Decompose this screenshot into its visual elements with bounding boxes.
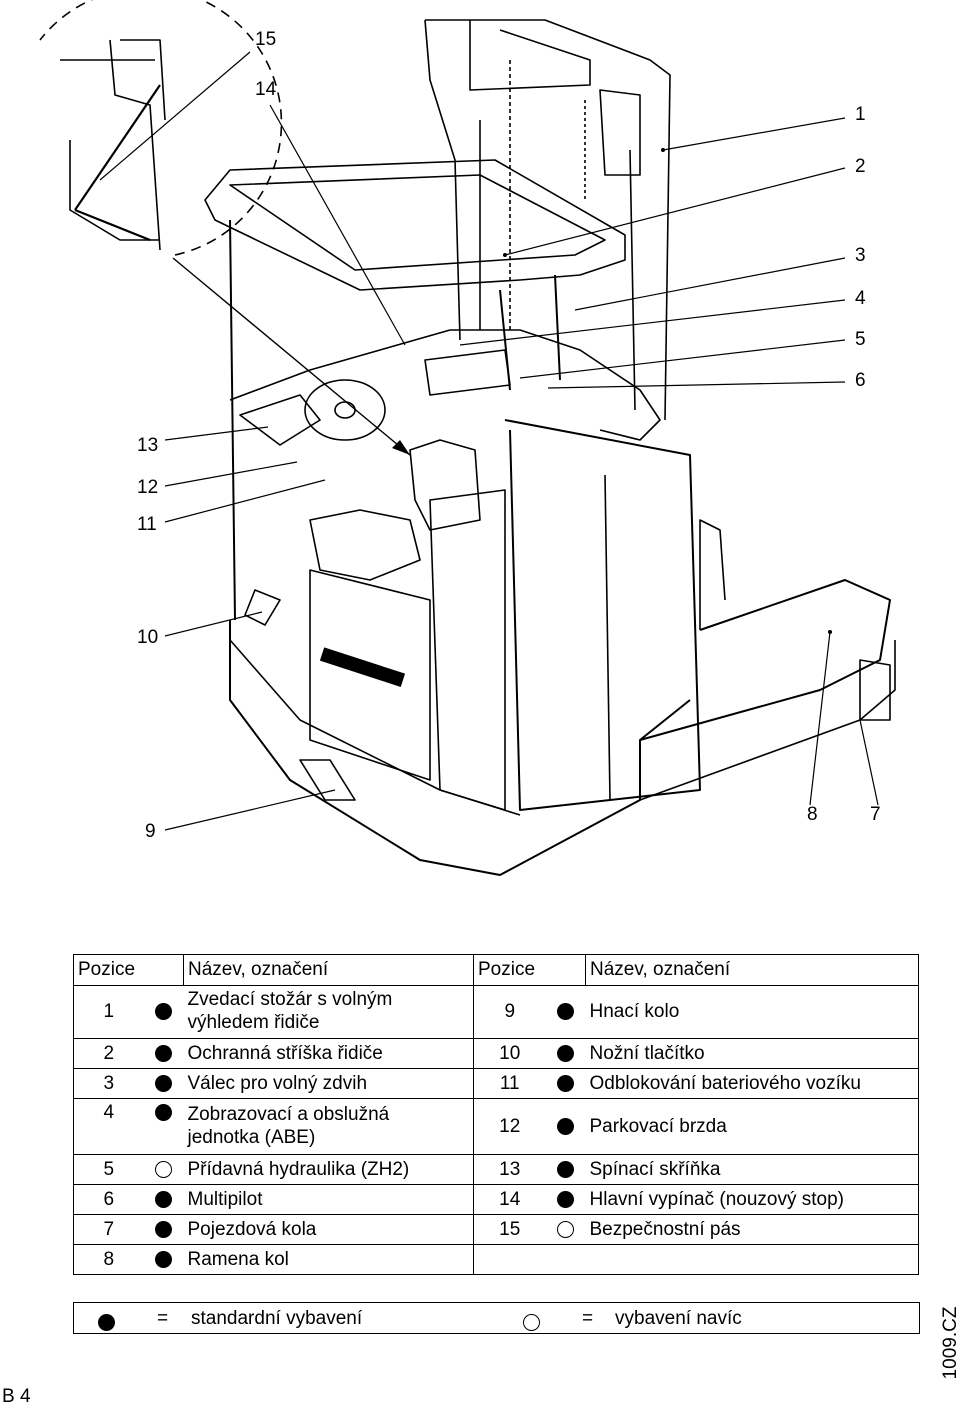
part-name: Nožní tlačítko <box>585 1038 919 1069</box>
callout-12: 12 <box>137 477 159 498</box>
part-name-line1: Zvedací stožár s volným <box>187 989 393 1011</box>
optional-bullet-icon <box>545 1214 586 1245</box>
callout-8: 8 <box>807 804 818 825</box>
pos-number: 15 <box>473 1214 546 1245</box>
table-row: 5 Přídavná hydraulika (ZH2) 13 Spínací s… <box>73 1154 919 1185</box>
standard-bullet-icon <box>545 1068 586 1099</box>
callout-7: 7 <box>870 804 881 825</box>
legend-eq-optional: = <box>582 1308 594 1329</box>
standard-bullet-icon <box>545 985 586 1039</box>
callout-3: 3 <box>855 245 866 266</box>
standard-bullet-icon <box>143 1068 184 1099</box>
callout-5: 5 <box>855 329 866 350</box>
part-name: Bezpečnostní pás <box>585 1214 919 1245</box>
part-name: Ramena kol <box>183 1244 474 1275</box>
part-name: Multipilot <box>183 1184 474 1215</box>
standard-bullet-icon <box>545 1184 586 1215</box>
callout-11: 11 <box>137 514 157 535</box>
standard-bullet-icon <box>143 1184 184 1215</box>
part-name-line1: Zobrazovací a obslužná <box>187 1103 390 1125</box>
pos-number: 2 <box>73 1038 144 1069</box>
part-name: Pojezdová kola <box>183 1214 474 1245</box>
pos-number: 14 <box>473 1184 546 1215</box>
legend-optional-label: vybavení navíc <box>615 1308 742 1329</box>
callout-10: 10 <box>137 627 159 648</box>
callout-9: 9 <box>145 821 156 842</box>
pos-number: 9 <box>473 985 546 1039</box>
pos-number: 7 <box>73 1214 144 1245</box>
part-name: Válec pro volný zdvih <box>183 1068 474 1099</box>
header-nazev-left: Název, označení <box>183 954 474 986</box>
pos-number: 1 <box>73 985 144 1039</box>
callout-15: 15 <box>255 29 277 50</box>
header-nazev-right: Název, označení <box>585 954 919 986</box>
parts-table: Pozice Název, označení Pozice Název, ozn… <box>73 954 919 1275</box>
part-name <box>585 1244 919 1275</box>
standard-bullet-icon <box>143 985 184 1039</box>
table-row: 6 Multipilot 14 Hlavní vypínač (nouzový … <box>73 1184 919 1215</box>
legend-standard-label: standardní vybavení <box>191 1308 363 1329</box>
callout-2: 2 <box>855 156 866 177</box>
standard-bullet-icon <box>545 1154 586 1185</box>
page-number: B 4 <box>2 1386 31 1407</box>
standard-bullet-icon <box>143 1038 184 1069</box>
document-code: 1009.CZ <box>938 1296 960 1390</box>
legend: = standardní vybavení = vybavení navíc <box>73 1302 920 1334</box>
pos-number: 10 <box>473 1038 546 1069</box>
optional-bullet-icon <box>143 1154 184 1185</box>
part-name: Hlavní vypínač (nouzový stop) <box>585 1184 919 1215</box>
table-row: 2 Ochranná stříška řidiče 10 Nožní tlačí… <box>73 1038 919 1069</box>
part-name: Odblokování bateriového vozíku <box>585 1068 919 1099</box>
table-header-row: Pozice Název, označení Pozice Název, ozn… <box>73 954 919 986</box>
pos-number: 4 <box>73 1098 144 1155</box>
table-row: 3 Válec pro volný zdvih 11 Odblokování b… <box>73 1068 919 1099</box>
pos-number: 13 <box>473 1154 546 1185</box>
callout-13: 13 <box>137 435 159 456</box>
callout-6: 6 <box>855 370 866 391</box>
header-pozice-left: Pozice <box>73 954 184 986</box>
pos-number: 3 <box>73 1068 144 1099</box>
pos-number: 5 <box>73 1154 144 1185</box>
pos-number <box>473 1244 546 1275</box>
standard-bullet-icon <box>143 1244 184 1275</box>
pos-number: 12 <box>473 1098 546 1155</box>
pos-number: 8 <box>73 1244 144 1275</box>
document-code-text: 1009.CZ <box>940 1306 960 1380</box>
legend-eq-standard: = <box>157 1308 169 1329</box>
standard-bullet-icon <box>545 1098 586 1155</box>
part-name: Parkovací brzda <box>585 1098 919 1155</box>
header-pozice-right: Pozice <box>473 954 586 986</box>
empty-cell <box>545 1244 586 1275</box>
callout-14: 14 <box>255 79 277 100</box>
part-name-line2: jednotka (ABE) <box>187 1126 316 1148</box>
callout-1: 1 <box>855 104 866 125</box>
detail-circle <box>39 0 283 256</box>
standard-bullet-icon <box>143 1214 184 1245</box>
pos-number: 11 <box>473 1068 546 1099</box>
part-name: Hnací kolo <box>585 985 919 1039</box>
part-name: Spínací skříňka <box>585 1154 919 1185</box>
part-name-line2: výhledem řidiče <box>187 1012 320 1033</box>
table-row: 8 Ramena kol <box>73 1244 919 1275</box>
pos-number: 6 <box>73 1184 144 1215</box>
reach-truck-drawing <box>39 0 896 876</box>
standard-bullet-icon <box>143 1098 184 1155</box>
standard-bullet-icon <box>545 1038 586 1069</box>
part-name: Ochranná stříška řidiče <box>183 1038 474 1069</box>
callout-4: 4 <box>855 288 866 309</box>
part-name: Přídavná hydraulika (ZH2) <box>183 1154 474 1185</box>
table-row: 7 Pojezdová kola 15 Bezpečnostní pás <box>73 1214 919 1245</box>
